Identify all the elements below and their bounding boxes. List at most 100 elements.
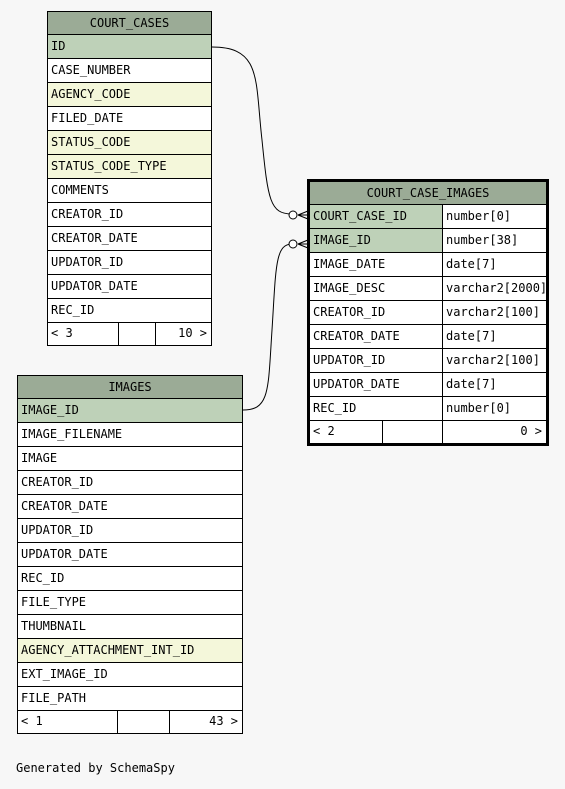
column-type: date[7] bbox=[442, 373, 546, 396]
child-count[interactable]: 10 > bbox=[178, 326, 207, 340]
table-title[interactable]: COURT_CASES bbox=[48, 12, 211, 35]
column-name: THUMBNAIL bbox=[21, 619, 87, 633]
column-name: UPDATOR_ID bbox=[313, 353, 386, 367]
column-type: date[7] bbox=[442, 325, 546, 348]
parent-count[interactable]: < 3 bbox=[48, 323, 119, 345]
column-name: CREATOR_DATE bbox=[21, 499, 108, 513]
link-optional-marker-image-id bbox=[288, 239, 298, 249]
parent-count[interactable]: < 1 bbox=[18, 711, 118, 733]
column-type: varchar2[100] bbox=[442, 349, 546, 372]
column-row[interactable]: UPDATOR_DATE bbox=[18, 543, 242, 567]
column-row[interactable]: COMMENTS bbox=[48, 179, 211, 203]
column-row[interactable]: IMAGE_ID bbox=[18, 399, 242, 423]
column-type: varchar2[2000] bbox=[442, 277, 546, 300]
column-row[interactable]: IMAGE_ID number[38] bbox=[310, 229, 546, 253]
link-crowfoot-court-case-id bbox=[297, 210, 309, 220]
column-name: STATUS_CODE_TYPE bbox=[51, 159, 167, 173]
column-row[interactable]: ID bbox=[48, 35, 211, 59]
column-row[interactable]: FILE_PATH bbox=[18, 687, 242, 711]
column-row[interactable]: CREATOR_ID bbox=[48, 203, 211, 227]
column-name: IMAGE_DATE bbox=[313, 257, 386, 271]
column-name: REC_ID bbox=[51, 303, 95, 317]
generator-caption: Generated by SchemaSpy bbox=[16, 761, 175, 775]
column-type: number[0] bbox=[442, 205, 546, 228]
table-images[interactable]: IMAGES IMAGE_ID IMAGE_FILENAME IMAGE CREATO… bbox=[17, 375, 243, 734]
column-name: FILE_PATH bbox=[21, 691, 87, 705]
column-name: IMAGE_ID bbox=[313, 233, 371, 247]
column-row[interactable]: IMAGE_FILENAME bbox=[18, 423, 242, 447]
column-name: UPDATOR_DATE bbox=[51, 279, 138, 293]
column-row[interactable]: THUMBNAIL bbox=[18, 615, 242, 639]
column-name: AGENCY_ATTACHMENT_INT_ID bbox=[21, 643, 195, 657]
table-footer: < 3 10 > bbox=[48, 323, 211, 345]
column-name: UPDATOR_DATE bbox=[313, 377, 400, 391]
column-name: COMMENTS bbox=[51, 183, 109, 197]
column-name: AGENCY_CODE bbox=[51, 87, 131, 101]
column-row[interactable]: CREATOR_DATE date[7] bbox=[310, 325, 546, 349]
child-count[interactable]: 43 > bbox=[209, 714, 238, 728]
column-row[interactable]: REC_ID bbox=[18, 567, 242, 591]
link-optional-marker-court-case-id bbox=[288, 210, 298, 220]
column-name: REC_ID bbox=[313, 401, 357, 415]
column-row[interactable]: UPDATOR_DATE bbox=[48, 275, 211, 299]
column-type: varchar2[100] bbox=[442, 301, 546, 324]
footer-spacer bbox=[118, 711, 170, 733]
child-count[interactable]: 0 > bbox=[520, 424, 542, 438]
column-row[interactable]: FILE_TYPE bbox=[18, 591, 242, 615]
column-name: IMAGE bbox=[21, 451, 58, 465]
table-title[interactable]: IMAGES bbox=[18, 376, 242, 399]
footer-spacer bbox=[119, 323, 156, 345]
column-row[interactable]: FILED_DATE bbox=[48, 107, 211, 131]
link-images-to-court-case-images bbox=[242, 243, 293, 411]
column-row[interactable]: CREATOR_ID varchar2[100] bbox=[310, 301, 546, 325]
column-list: COURT_CASE_ID number[0] IMAGE_ID number[38]… bbox=[310, 205, 546, 421]
column-name: IMAGE_ID bbox=[21, 403, 79, 417]
link-crowfoot-image-id bbox=[297, 239, 309, 249]
column-row[interactable]: STATUS_CODE_TYPE bbox=[48, 155, 211, 179]
column-name: IMAGE_DESC bbox=[313, 281, 386, 295]
column-name: IMAGE_FILENAME bbox=[21, 427, 123, 441]
table-footer: < 2 0 > bbox=[310, 421, 546, 443]
column-row[interactable]: AGENCY_ATTACHMENT_INT_ID bbox=[18, 639, 242, 663]
column-row[interactable]: UPDATOR_ID bbox=[48, 251, 211, 275]
column-row[interactable]: CREATOR_DATE bbox=[18, 495, 242, 519]
column-row[interactable]: REC_ID bbox=[48, 299, 211, 323]
column-row[interactable]: CREATOR_DATE bbox=[48, 227, 211, 251]
column-row[interactable]: CASE_NUMBER bbox=[48, 59, 211, 83]
column-row[interactable]: IMAGE_DATE date[7] bbox=[310, 253, 546, 277]
column-name: STATUS_CODE bbox=[51, 135, 131, 149]
column-row[interactable]: UPDATOR_ID bbox=[18, 519, 242, 543]
table-footer: < 1 43 > bbox=[18, 711, 242, 733]
footer-spacer bbox=[383, 421, 443, 443]
column-type: date[7] bbox=[442, 253, 546, 276]
column-row[interactable]: UPDATOR_ID varchar2[100] bbox=[310, 349, 546, 373]
column-row[interactable]: STATUS_CODE bbox=[48, 131, 211, 155]
column-row[interactable]: EXT_IMAGE_ID bbox=[18, 663, 242, 687]
column-row[interactable]: IMAGE_DESC varchar2[2000] bbox=[310, 277, 546, 301]
column-name: FILE_TYPE bbox=[21, 595, 87, 609]
column-name: CREATOR_DATE bbox=[51, 231, 138, 245]
table-title[interactable]: COURT_CASE_IMAGES bbox=[310, 182, 546, 205]
column-row[interactable]: REC_ID number[0] bbox=[310, 397, 546, 421]
column-name: CREATOR_ID bbox=[21, 475, 94, 489]
column-name: COURT_CASE_ID bbox=[313, 209, 407, 223]
column-name: CREATOR_ID bbox=[51, 207, 124, 221]
column-type: number[0] bbox=[442, 397, 546, 420]
column-row[interactable]: AGENCY_CODE bbox=[48, 83, 211, 107]
column-type: number[38] bbox=[442, 229, 546, 252]
column-row[interactable]: UPDATOR_DATE date[7] bbox=[310, 373, 546, 397]
column-row[interactable]: IMAGE bbox=[18, 447, 242, 471]
column-name: UPDATOR_DATE bbox=[21, 547, 108, 561]
column-name: CREATOR_ID bbox=[313, 305, 386, 319]
table-court-case-images[interactable]: COURT_CASE_IMAGES COURT_CASE_ID number[0]… bbox=[307, 179, 549, 446]
column-row[interactable]: CREATOR_ID bbox=[18, 471, 242, 495]
column-list: IMAGE_ID IMAGE_FILENAME IMAGE CREATOR_ID CRE… bbox=[18, 399, 242, 711]
column-name: UPDATOR_ID bbox=[51, 255, 124, 269]
parent-count[interactable]: < 2 bbox=[310, 421, 383, 443]
column-row[interactable]: COURT_CASE_ID number[0] bbox=[310, 205, 546, 229]
column-name: CREATOR_DATE bbox=[313, 329, 400, 343]
link-court-cases-to-court-case-images bbox=[211, 46, 293, 215]
